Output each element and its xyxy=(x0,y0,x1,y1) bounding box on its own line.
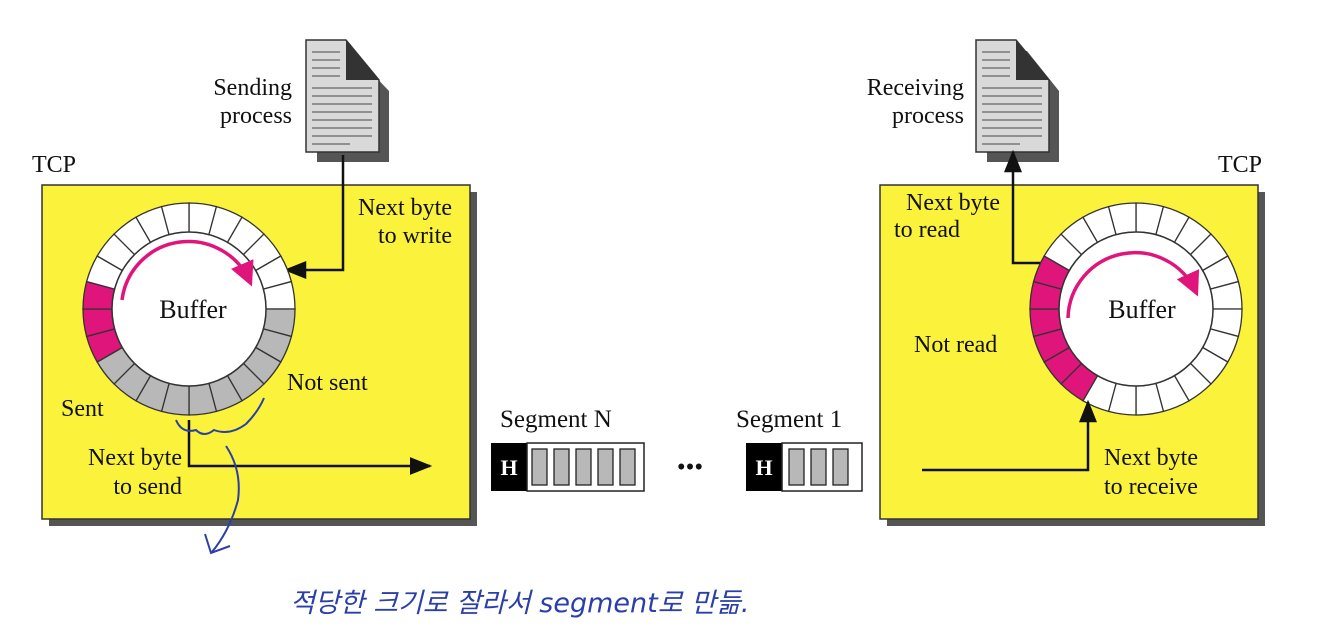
sending-process-label-line2: process xyxy=(220,103,292,129)
handwritten-brace xyxy=(175,397,265,435)
handwritten-arrow xyxy=(211,445,240,553)
segment-1-label: Segment 1 xyxy=(736,406,842,433)
next-byte-to-write-line1: Next byte xyxy=(358,195,452,221)
next-byte-to-write-line2: to write xyxy=(378,223,452,249)
segment-1: H xyxy=(746,442,863,492)
receiver-tcp-label: TCP xyxy=(1218,152,1262,178)
segment-n-bytes xyxy=(531,448,636,486)
segment-1-byte xyxy=(810,448,827,486)
next-byte-to-read-line2: to read xyxy=(894,217,960,243)
sending-document-icon xyxy=(305,39,389,162)
write-arrow xyxy=(283,155,345,279)
receiver-side: TCP Receiving process Next byte to read … xyxy=(867,39,1265,526)
receiver-direction-arrow xyxy=(1066,250,1200,319)
segment-1-bytes xyxy=(788,448,849,486)
segment-n-byte xyxy=(553,448,570,486)
segments-area: Segment N H ••• Segment 1 H xyxy=(491,406,863,492)
next-byte-to-send-line1: Next byte xyxy=(88,445,182,471)
receive-arrow xyxy=(922,399,1097,472)
read-arrow xyxy=(1004,149,1049,265)
next-byte-to-send-line2: to send xyxy=(113,474,182,500)
segment-n-header: H xyxy=(500,455,517,480)
segment-1-byte xyxy=(832,448,849,486)
handwritten-note: 적당한 크기로 잘라서 segment로 만듦. xyxy=(290,588,749,619)
segment-n-label: Segment N xyxy=(500,406,612,433)
segment-n-byte xyxy=(619,448,636,486)
sending-process-label-line1: Sending xyxy=(213,75,292,101)
segment-n-byte xyxy=(575,448,592,486)
receiving-process-label-line1: Receiving xyxy=(867,75,964,101)
sender-tcp-label: TCP xyxy=(32,152,76,178)
segment-n: H xyxy=(491,442,645,492)
next-byte-to-receive-line1: Next byte xyxy=(1104,445,1198,471)
segment-n-byte xyxy=(597,448,614,486)
receiver-ring-buffer xyxy=(1029,202,1243,416)
not-sent-label: Not sent xyxy=(287,370,368,396)
send-arrow xyxy=(187,420,433,475)
segment-1-byte xyxy=(788,448,805,486)
next-byte-to-receive-line2: to receive xyxy=(1104,474,1198,500)
sender-buffer-label: Buffer xyxy=(159,295,227,324)
handwritten-arrowhead xyxy=(204,533,231,555)
sender-direction-arrow xyxy=(120,239,254,301)
segment-1-header: H xyxy=(755,455,772,480)
next-byte-to-read-line1: Next byte xyxy=(906,190,1000,216)
receiving-document-icon xyxy=(975,39,1059,162)
segment-n-byte xyxy=(531,448,548,486)
ellipsis: ••• xyxy=(677,454,703,481)
not-read-label: Not read xyxy=(914,332,997,358)
sent-label: Sent xyxy=(61,396,104,422)
receiver-buffer-label: Buffer xyxy=(1108,295,1176,324)
receiving-process-label-line2: process xyxy=(892,103,964,129)
sender-side: TCP Sending process Next byte to write B… xyxy=(32,39,477,526)
handwritten-annotation: 적당한 크기로 잘라서 segment로 만듦. xyxy=(175,397,749,619)
